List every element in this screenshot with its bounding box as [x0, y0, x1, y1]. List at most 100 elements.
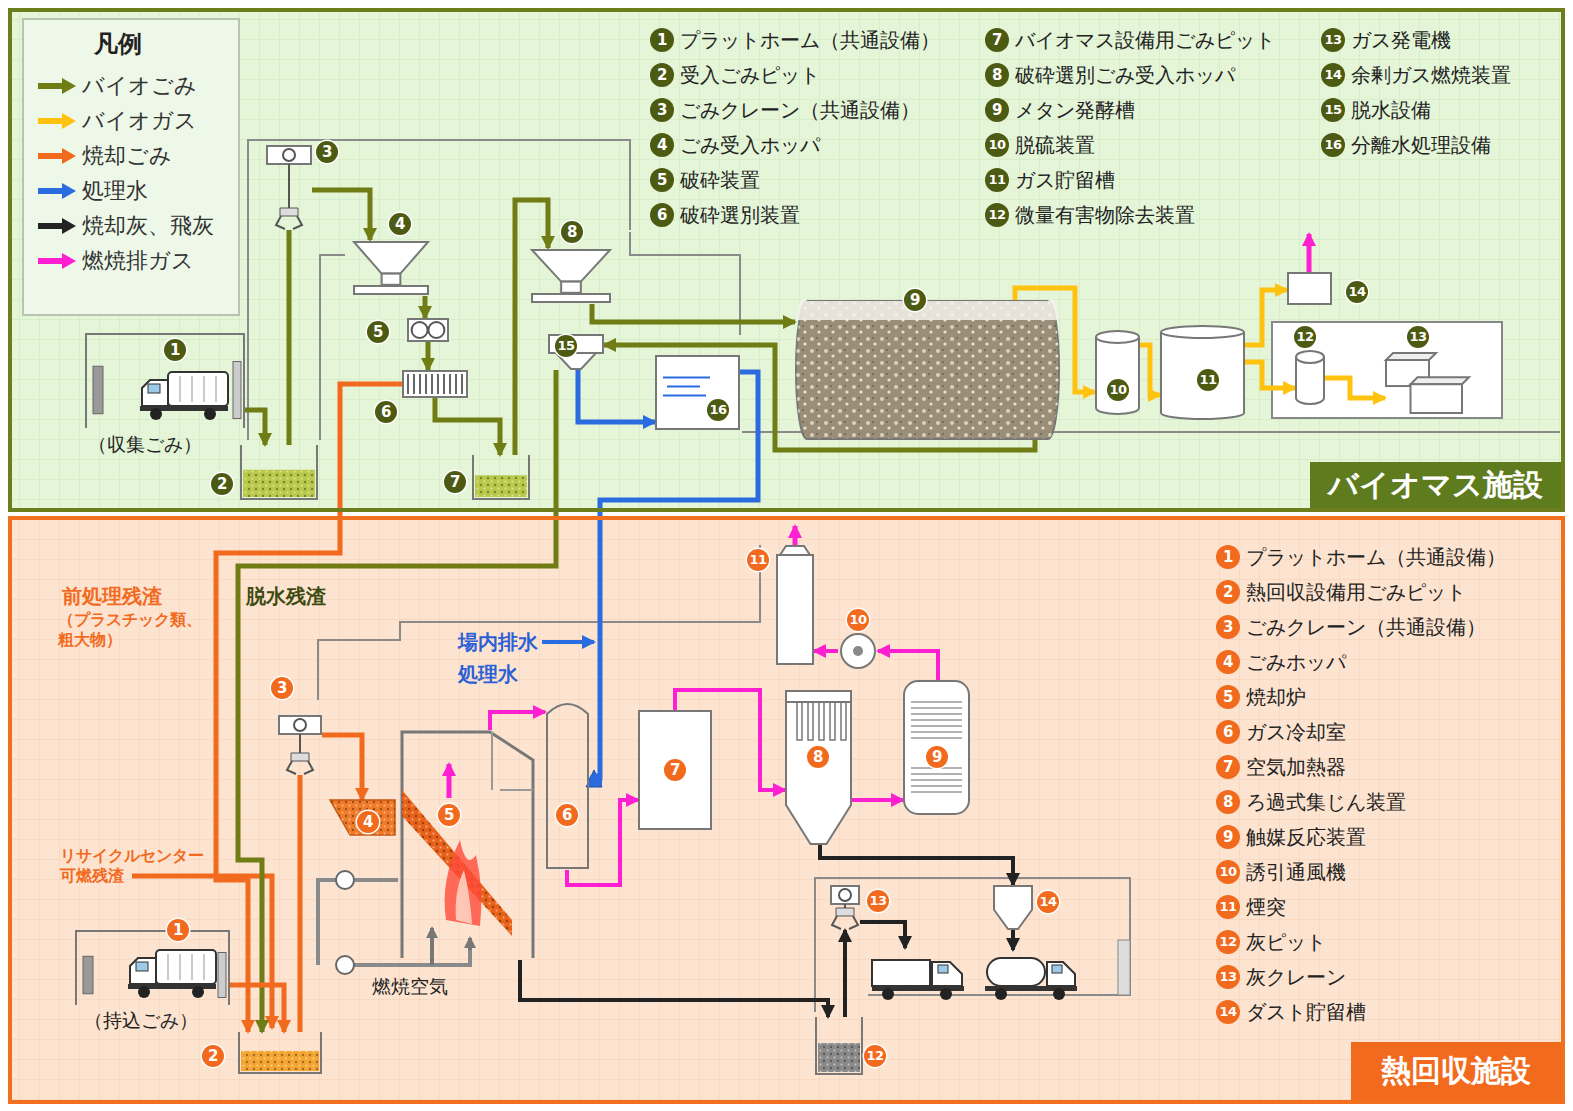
drawing-part [287, 761, 313, 774]
list-item: ガス発電機 [1351, 27, 1451, 53]
drawing-part [419, 374, 421, 394]
equipment-pit: 2 [240, 445, 318, 500]
drawing-part [911, 785, 962, 787]
callout-number: 8 [561, 221, 583, 243]
drawing-part [818, 1043, 860, 1072]
flow-connector [426, 342, 431, 370]
drawing-part [911, 701, 962, 703]
legend-swatch [38, 146, 78, 166]
drawing-part [816, 1017, 862, 1074]
drawing-part [468, 938, 472, 950]
list-number: 5 [650, 168, 674, 192]
drawing-part [336, 956, 354, 974]
drawing-part [83, 956, 93, 994]
equipment-hopper: 4 [352, 240, 430, 296]
drawing-part [1096, 337, 1139, 414]
list-item: ガス貯留槽 [1015, 167, 1115, 193]
drawing-part [839, 889, 851, 901]
drawing-part [1307, 234, 1312, 272]
drawing-part [330, 800, 395, 835]
drawing-part [412, 322, 428, 338]
equipment-sorter: 6 [402, 370, 468, 398]
list-number: 8 [985, 63, 1009, 87]
callout-number: 2 [211, 473, 233, 495]
drawing-part [62, 183, 76, 199]
list-item: ごみ受入ホッパ [680, 132, 820, 158]
drawing-part [473, 455, 529, 499]
drawing-part [532, 294, 610, 302]
callout-number: 14 [1037, 891, 1059, 913]
drawing-part [841, 634, 875, 668]
equipment-shape [1287, 272, 1332, 305]
equipment-crane: 3 [278, 715, 322, 775]
drawing-part [382, 274, 401, 285]
drawing-part [808, 702, 813, 740]
list-number: 15 [1321, 98, 1345, 122]
legend-title: 凡例 [94, 28, 142, 60]
flow-connector [852, 798, 903, 802]
drawing-part [844, 904, 846, 908]
drawing-part [408, 319, 448, 341]
list-number: 13 [1216, 965, 1240, 989]
drawing-part [1118, 940, 1130, 995]
drawing-part [780, 546, 810, 555]
legend-text: 焼却灰、飛灰 [82, 211, 214, 241]
list-item: ガス冷却室 [1246, 719, 1346, 745]
flow-connector [1325, 378, 1385, 398]
drawing-part [413, 374, 415, 394]
equipment-shape [238, 1032, 322, 1074]
drawing-part [218, 953, 226, 998]
edge-label: 処理水 [458, 662, 518, 687]
drawing-part [872, 960, 964, 1000]
drawing-part [796, 301, 1059, 439]
drawing-part [8, 8, 1565, 512]
flow-connector [1140, 345, 1160, 395]
drawing-part [911, 773, 962, 775]
flow-connector [298, 775, 303, 1032]
callout-number: 13 [1407, 326, 1429, 348]
drawing-part [911, 719, 962, 721]
flow-connector [245, 410, 265, 445]
equipment-tankbox: 16 [655, 355, 740, 430]
list-number: 13 [1321, 28, 1345, 52]
drawing-part [140, 372, 228, 420]
callout-number: 3 [316, 141, 338, 163]
drawing-part [241, 445, 317, 499]
drawing-part [911, 725, 962, 727]
callout-number: 5 [438, 804, 460, 826]
equipment-shape [266, 145, 312, 230]
list-item: ごみクレーン（共通設備） [1246, 614, 1486, 640]
drawing-part [819, 702, 824, 740]
drawing-part [354, 878, 398, 882]
list-number: 5 [1216, 685, 1240, 709]
drawing-part [911, 731, 962, 733]
drawing-part [62, 218, 76, 234]
flow-connector [423, 296, 428, 318]
equipment-dewater: 15 [548, 334, 604, 370]
list-number: 4 [1216, 650, 1240, 674]
equipment-crane: 3 [266, 145, 312, 230]
drawing-part [241, 1051, 319, 1071]
equipment-shape [75, 930, 230, 1005]
drawing-part [663, 378, 710, 396]
list-number: 7 [985, 28, 1009, 52]
drawing-part [492, 732, 533, 790]
list-number: 6 [1216, 720, 1240, 744]
drawing-part [1011, 930, 1015, 950]
equipment-shape [655, 355, 740, 430]
drawing-part [1411, 384, 1463, 413]
drawing-part [402, 790, 512, 936]
drawing-part [425, 374, 427, 394]
drawing-part [1296, 357, 1324, 404]
flow-connector [312, 190, 370, 240]
drawing-part [797, 702, 802, 740]
list-number: 14 [1321, 63, 1345, 87]
equipment-shape [838, 632, 878, 670]
list-number: 1 [650, 28, 674, 52]
drawing-part [911, 779, 962, 781]
flow-note: 場内排水 [458, 630, 538, 655]
drawing-part [354, 946, 470, 965]
drawing-part [994, 886, 1032, 929]
drawing-part [777, 555, 813, 664]
